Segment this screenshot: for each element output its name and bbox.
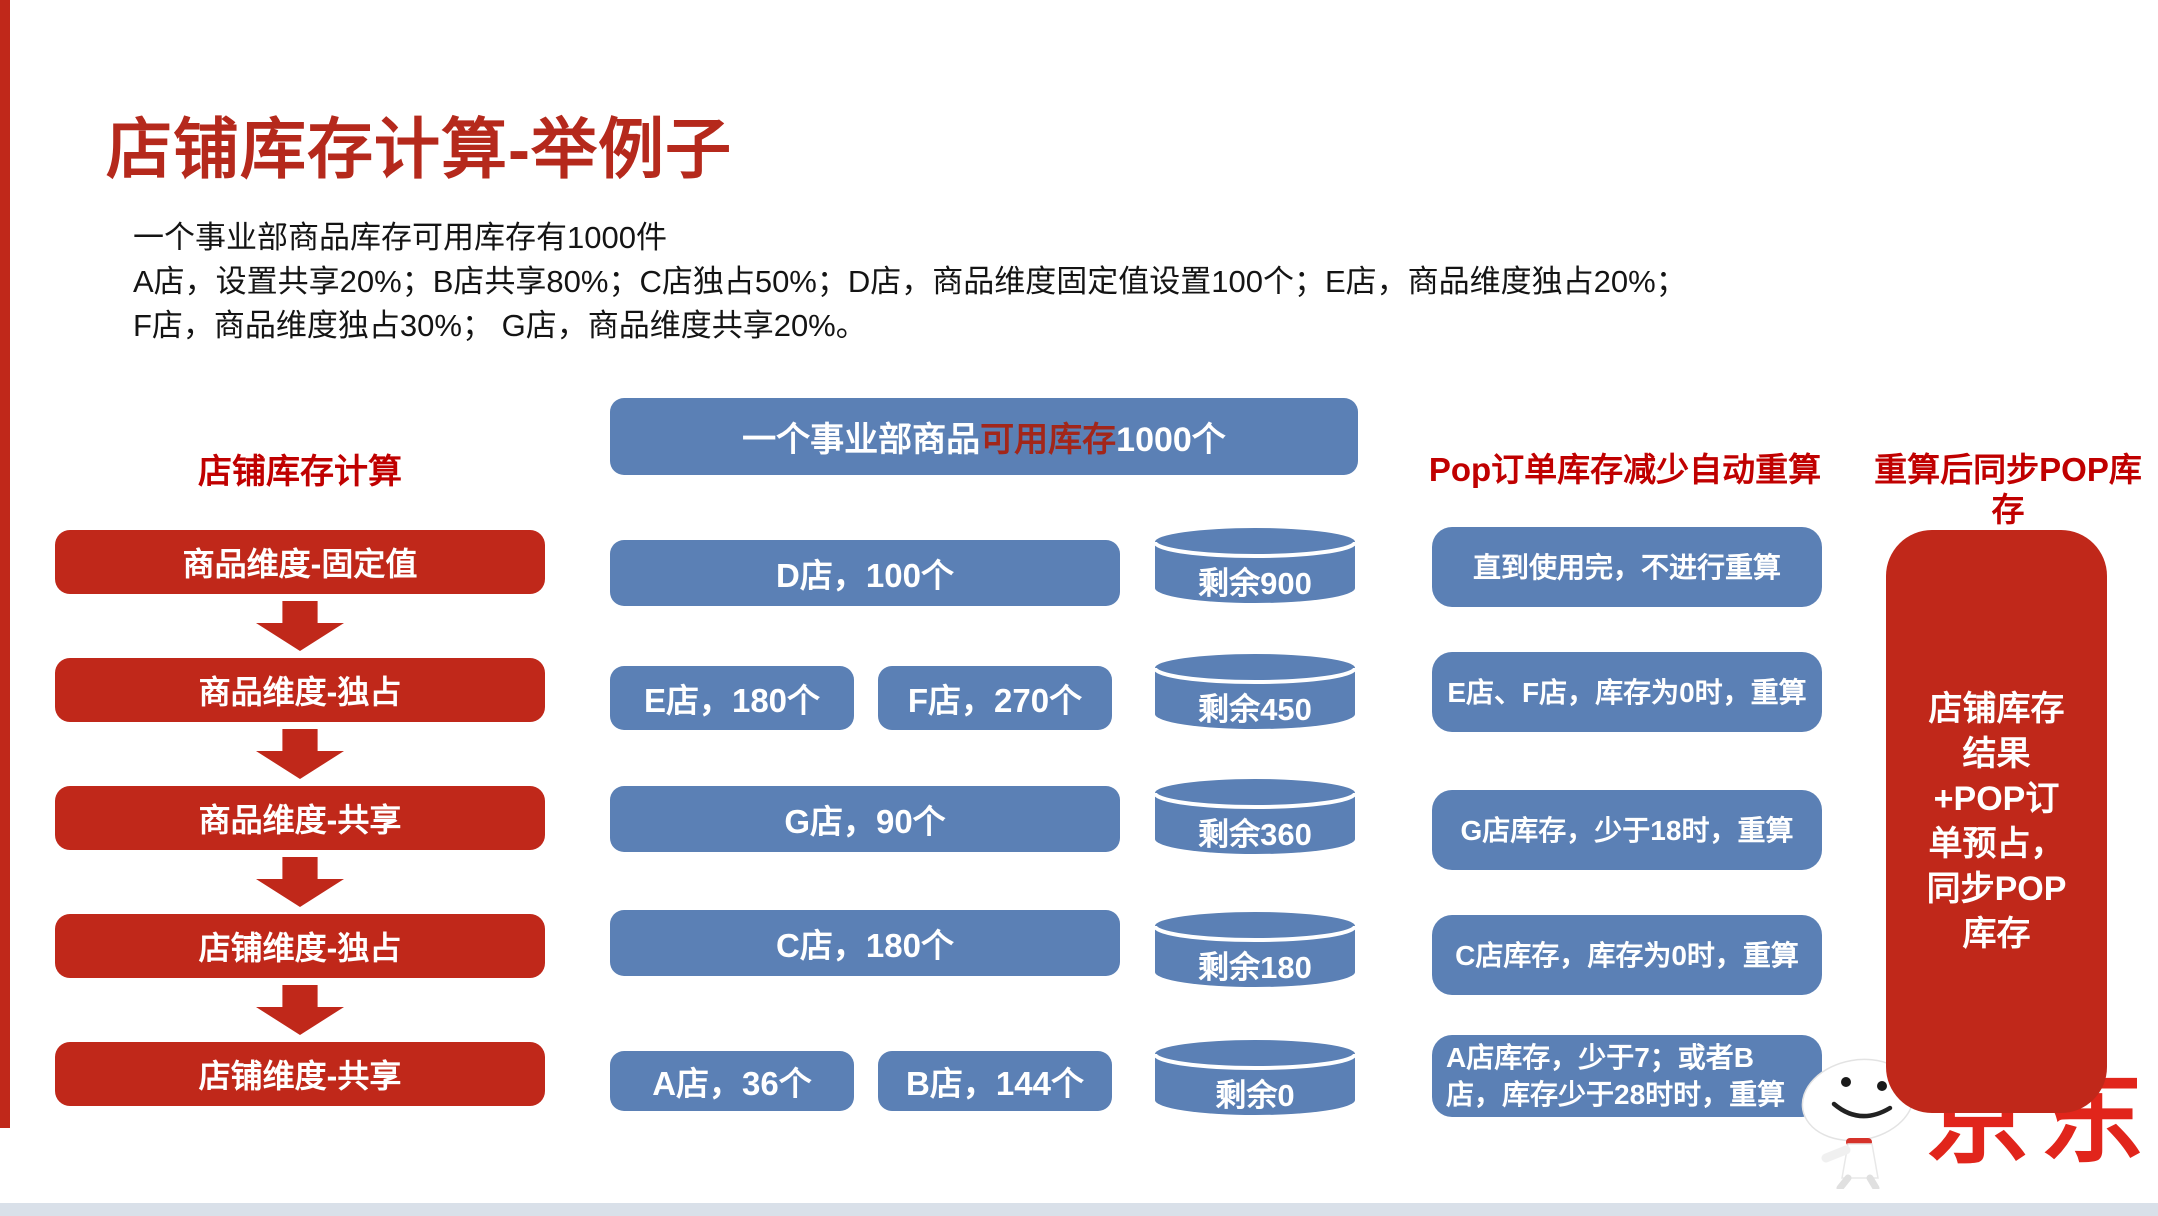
footer-strip <box>0 1203 2158 1216</box>
header-pop-order-recalc: Pop订单库存减少自动重算 <box>1428 451 1822 488</box>
remaining-label: 剩余900 <box>1198 566 1312 601</box>
description-line-2: A店，设置共享20%；B店共享80%；C店独占50%；D店，商品维度固定值设置1… <box>133 264 1687 299</box>
cylinder-shape <box>1153 912 1357 987</box>
rule-box-ef: E店、F店，库存为0时，重算 <box>1432 652 1822 732</box>
step-box-product-fixed: 商品维度-固定值 <box>55 530 545 594</box>
description: 一个事业部商品库存可用库存有1000件 A店，设置共享20%；B店共享80%；C… <box>133 216 2093 348</box>
shop-box-e: E店，180个 <box>610 666 854 730</box>
shop-box-b: B店，144个 <box>878 1051 1112 1111</box>
cylinder-shape <box>1153 1040 1357 1115</box>
cylinder-icon-remaining-0: 剩余0 <box>1150 1038 1360 1120</box>
result-line: 店铺库存 <box>1928 689 2065 728</box>
remaining-label: 剩余0 <box>1215 1078 1295 1113</box>
rule-box-c: C店库存，库存为0时，重算 <box>1432 915 1822 995</box>
remaining-label: 剩余180 <box>1198 950 1312 985</box>
shop-box-c: C店，180个 <box>610 910 1120 976</box>
jd-mascot-icon <box>1801 1058 1915 1189</box>
cylinder-icon-remaining-360: 剩余360 <box>1150 777 1360 859</box>
down-arrow-icon <box>256 729 344 779</box>
result-line: 结果 <box>1962 734 2031 773</box>
down-arrow-icon <box>256 601 344 651</box>
shop-box-d: D店，100个 <box>610 540 1120 606</box>
remaining-label: 剩余360 <box>1198 817 1312 852</box>
down-arrow-icon <box>256 985 344 1035</box>
result-line: +POP订 <box>1933 779 2060 818</box>
description-line-1: 一个事业部商品库存可用库存有1000件 <box>133 220 667 255</box>
result-box: 店铺库存 结果 +POP订 单预占， 同步POP 库存 <box>1886 530 2107 1113</box>
header-sync-pop-inventory: 重算后同步POP库存 <box>1874 451 2142 528</box>
rule-box-g: G店库存，少于18时，重算 <box>1432 790 1822 870</box>
cylinder-icon-remaining-450: 剩余450 <box>1150 652 1360 734</box>
rule-box-ab: A店库存，少于7；或者B店，库存少于28时时，重算 <box>1432 1035 1822 1117</box>
cylinder-shape <box>1153 779 1357 854</box>
total-inventory-highlight: 可用库存 <box>980 421 1117 459</box>
cylinder-icon-remaining-180: 剩余180 <box>1150 910 1360 992</box>
down-arrow-icon <box>256 857 344 907</box>
step-box-product-exclusive: 商品维度-独占 <box>55 658 545 722</box>
page-title: 店铺库存计算-举例子 <box>106 112 732 186</box>
result-line: 单预占， <box>1928 824 2065 863</box>
remaining-label: 剩余450 <box>1198 692 1312 727</box>
result-line: 库存 <box>1962 914 2031 953</box>
step-box-product-shared: 商品维度-共享 <box>55 786 545 850</box>
left-accent-bar <box>0 0 10 1128</box>
total-inventory-prefix: 一个事业部商品 <box>742 421 981 459</box>
cylinder-icon-remaining-900: 剩余900 <box>1150 526 1360 608</box>
shop-box-f: F店，270个 <box>878 666 1112 730</box>
description-line-3: F店，商品维度独占30%； G店，商品维度共享20%。 <box>133 308 867 343</box>
step-box-store-exclusive: 店铺维度-独占 <box>55 914 545 978</box>
result-line: 同步POP <box>1926 869 2067 908</box>
cylinder-shape <box>1153 528 1357 603</box>
header-store-inventory-calc: 店铺库存计算 <box>198 453 402 491</box>
step-box-store-shared: 店铺维度-共享 <box>55 1042 545 1106</box>
cylinder-shape <box>1153 654 1357 729</box>
total-inventory-suffix: 1000个 <box>1116 421 1226 459</box>
shop-box-g: G店，90个 <box>610 786 1120 852</box>
shop-box-a: A店，36个 <box>610 1051 854 1111</box>
rule-box-d: 直到使用完，不进行重算 <box>1432 527 1822 607</box>
